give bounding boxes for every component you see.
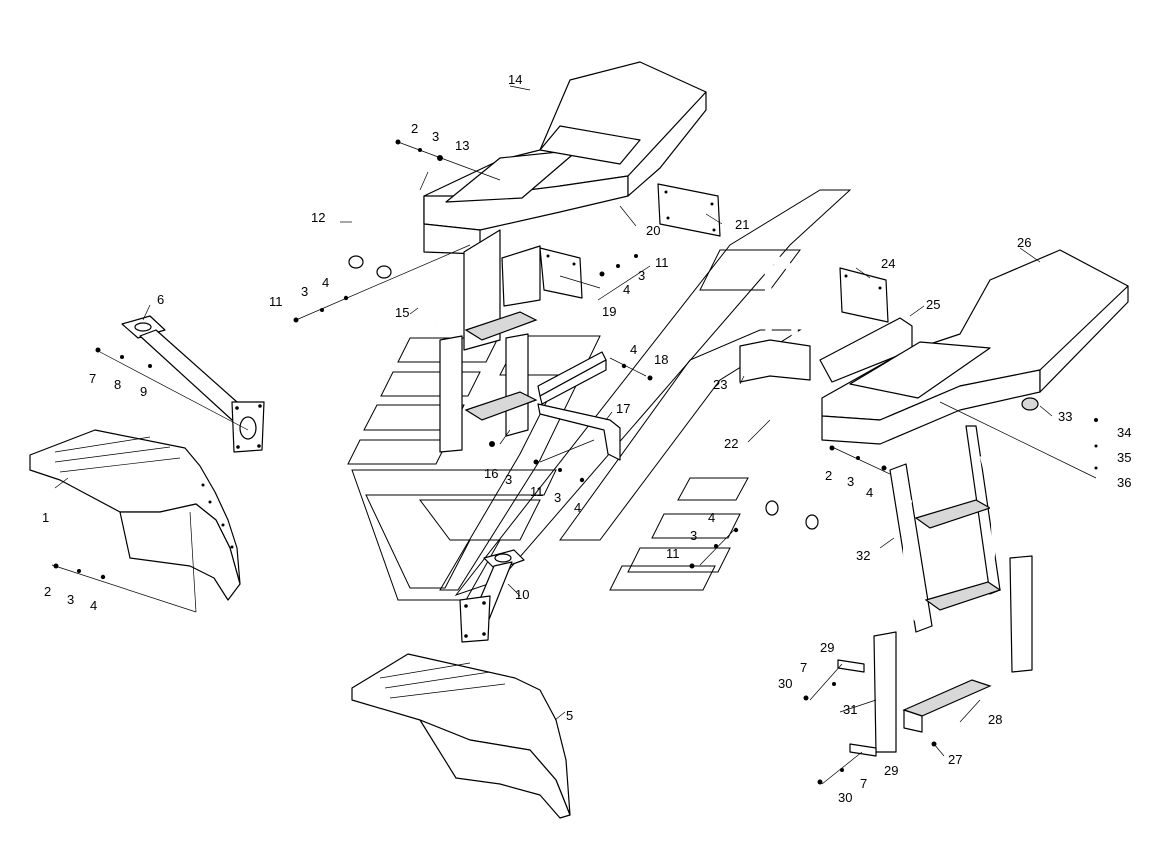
- callout-label: 17: [616, 401, 630, 416]
- callout-label: 4: [623, 282, 630, 297]
- step-platform-right: [821, 249, 1129, 445]
- callout-label: 22: [724, 436, 738, 451]
- callout-label: 7: [860, 776, 867, 791]
- callout-label: 26: [1017, 235, 1031, 250]
- bracket-10: [459, 549, 525, 643]
- callout-label: 3: [301, 284, 308, 299]
- callout-label: 33: [1058, 409, 1072, 424]
- plate-right: [1009, 555, 1033, 673]
- callout-label: 7: [89, 371, 96, 386]
- callout-label: 11: [655, 255, 669, 270]
- stairs-right-32: [889, 425, 1002, 633]
- callout-label: 25: [926, 297, 940, 312]
- stairs-left: [433, 229, 541, 453]
- callout-label: 18: [654, 352, 668, 367]
- callout-label: 14: [508, 72, 522, 87]
- callout-label: 34: [1117, 425, 1131, 440]
- fender-left: [29, 429, 241, 601]
- washer-29-b: [849, 743, 877, 757]
- plate-31: [873, 631, 897, 753]
- callout-label: 3: [67, 592, 74, 607]
- callout-label: 4: [630, 342, 637, 357]
- callout-label: 3: [554, 490, 561, 505]
- callout-label: 1: [42, 510, 49, 525]
- callout-label: 29: [884, 763, 898, 778]
- callout-label: 28: [988, 712, 1002, 727]
- callout-label: 2: [411, 121, 418, 136]
- bracket-25: [819, 317, 913, 383]
- callout-label: 4: [708, 510, 715, 525]
- callout-label: 3: [505, 472, 512, 487]
- callout-label: 23: [713, 377, 727, 392]
- callout-label: 3: [847, 474, 854, 489]
- handrail-12: [348, 14, 392, 279]
- callout-label: 3: [432, 129, 439, 144]
- callout-label: 12: [311, 210, 325, 225]
- bracket-21: [657, 183, 721, 237]
- callout-label: 9: [140, 384, 147, 399]
- callout-label: 3: [690, 528, 697, 543]
- callout-label: 30: [778, 676, 792, 691]
- callout-label: 6: [157, 292, 164, 307]
- bracket-17: [537, 351, 621, 461]
- bracket-23: [739, 339, 811, 383]
- callout-label: 35: [1117, 450, 1131, 465]
- callout-labels: 1 2 3 4 5 6 7 8 9 10 11 3 4 12 2 3 13 14…: [42, 72, 1131, 805]
- leader-lines: [51, 85, 1097, 785]
- callout-label: 2: [825, 468, 832, 483]
- callout-label: 4: [322, 275, 329, 290]
- callout-label: 31: [843, 702, 857, 717]
- callout-label: 29: [820, 640, 834, 655]
- watermark-logo: [347, 189, 852, 601]
- callout-label: 2: [44, 584, 51, 599]
- callout-label: 10: [515, 587, 529, 602]
- bracket-19: [539, 247, 583, 299]
- fender-bottom: [351, 653, 571, 819]
- callout-label: 24: [881, 256, 895, 271]
- callout-label: 7: [800, 660, 807, 675]
- callout-label: 11: [530, 484, 544, 499]
- callout-label: 5: [566, 708, 573, 723]
- washer-29-a: [837, 659, 865, 673]
- callout-label: 32: [856, 548, 870, 563]
- handrail-22: [764, 256, 819, 530]
- callout-label: 20: [646, 223, 660, 238]
- callout-label: 4: [90, 598, 97, 613]
- callout-label: 30: [838, 790, 852, 805]
- callout-label: 19: [602, 304, 616, 319]
- fastener-dots: [53, 139, 1098, 785]
- bracket-6: [121, 315, 265, 453]
- callout-label: 4: [574, 500, 581, 515]
- callout-label: 11: [666, 546, 680, 561]
- callout-label: 4: [866, 485, 873, 500]
- step-platform-top: [423, 61, 707, 255]
- callout-label: 8: [114, 377, 121, 392]
- callout-label: 13: [455, 138, 469, 153]
- step-28: [902, 679, 992, 733]
- bracket-24: [839, 267, 889, 323]
- callout-label: 16: [484, 466, 498, 481]
- callout-label: 21: [735, 217, 749, 232]
- callout-label: 15: [395, 305, 409, 320]
- callout-label: 27: [948, 752, 962, 767]
- callout-label: 3: [638, 268, 645, 283]
- callout-label: 11: [269, 294, 283, 309]
- callout-label: 36: [1117, 475, 1131, 490]
